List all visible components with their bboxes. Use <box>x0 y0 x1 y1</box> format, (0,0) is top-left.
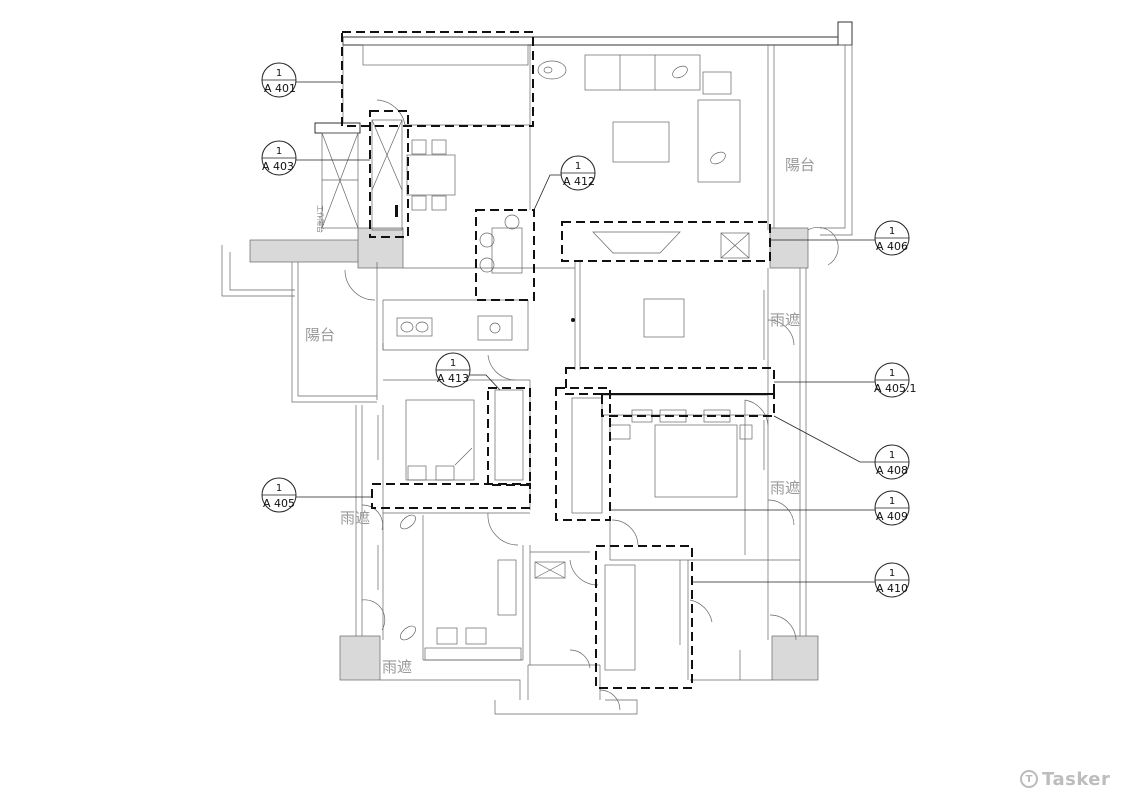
detail-box-a410 <box>595 545 693 689</box>
svg-text:A 405.1: A 405.1 <box>874 382 917 395</box>
tasker-logo-icon: T <box>1020 770 1038 788</box>
svg-text:A 401: A 401 <box>264 82 296 95</box>
callout-leaders <box>296 81 875 583</box>
detail-box-a409 <box>555 387 611 521</box>
svg-text:1: 1 <box>889 368 895 379</box>
svg-text:A 410: A 410 <box>876 582 908 595</box>
tasker-wordmark: Tasker <box>1042 768 1111 790</box>
svg-text:A 406: A 406 <box>876 240 908 253</box>
room-label-awning-2: 雨遮 <box>770 479 800 497</box>
callout-a413: 1 A 413 <box>435 352 471 388</box>
svg-text:1: 1 <box>889 450 895 461</box>
callout-a401: 1 A 401 <box>261 62 297 98</box>
svg-text:A 408: A 408 <box>876 464 908 477</box>
detail-box-a403 <box>369 110 409 238</box>
svg-text:1: 1 <box>889 226 895 237</box>
callout-a4051: 1 A 405.1 <box>874 362 917 398</box>
callout-a409: 1 A 409 <box>874 490 910 526</box>
detail-box-a408 <box>601 393 775 417</box>
svg-text:A 405: A 405 <box>263 497 295 510</box>
room-label-awning-1: 雨遮 <box>770 311 800 329</box>
detail-box-a405 <box>371 483 531 509</box>
tasker-watermark: T Tasker <box>1020 768 1110 790</box>
detail-box-a406 <box>561 221 771 262</box>
callout-a412: 1 A 412 <box>560 155 596 191</box>
detail-box-a401 <box>341 31 534 127</box>
svg-text:1: 1 <box>889 496 895 507</box>
svg-text:1: 1 <box>575 161 581 172</box>
room-label-balcony-west: 陽台 <box>305 326 335 344</box>
callout-a410: 1 A 410 <box>874 562 910 598</box>
callout-a406: 1 A 406 <box>874 220 910 256</box>
svg-text:A 409: A 409 <box>876 510 908 523</box>
exterior-walls <box>221 21 853 715</box>
svg-text:1: 1 <box>276 146 282 157</box>
room-label-awning-4: 雨遮 <box>382 658 412 676</box>
detail-boxes <box>341 31 775 689</box>
svg-text:1: 1 <box>276 68 282 79</box>
detail-box-a4051 <box>565 367 775 395</box>
room-label-balcony-east: 陽台 <box>785 156 815 174</box>
interior-walls <box>344 45 839 711</box>
furniture <box>362 44 753 671</box>
svg-text:A 403: A 403 <box>262 160 294 173</box>
svg-text:A 413: A 413 <box>437 372 469 385</box>
svg-text:1: 1 <box>889 568 895 579</box>
callout-a403: 1 A 403 <box>261 140 297 176</box>
svg-text:1: 1 <box>450 358 456 369</box>
room-label-utility: 工作陽台 <box>316 205 325 233</box>
detail-box-a413 <box>487 387 531 486</box>
room-label-awning-3: 雨遮 <box>340 509 370 527</box>
svg-text:A 412: A 412 <box>563 175 595 188</box>
callout-a405: 1 A 405 <box>261 477 297 513</box>
callout-a408: 1 A 408 <box>874 444 910 480</box>
detail-box-a412 <box>475 209 535 301</box>
svg-text:1: 1 <box>276 483 282 494</box>
